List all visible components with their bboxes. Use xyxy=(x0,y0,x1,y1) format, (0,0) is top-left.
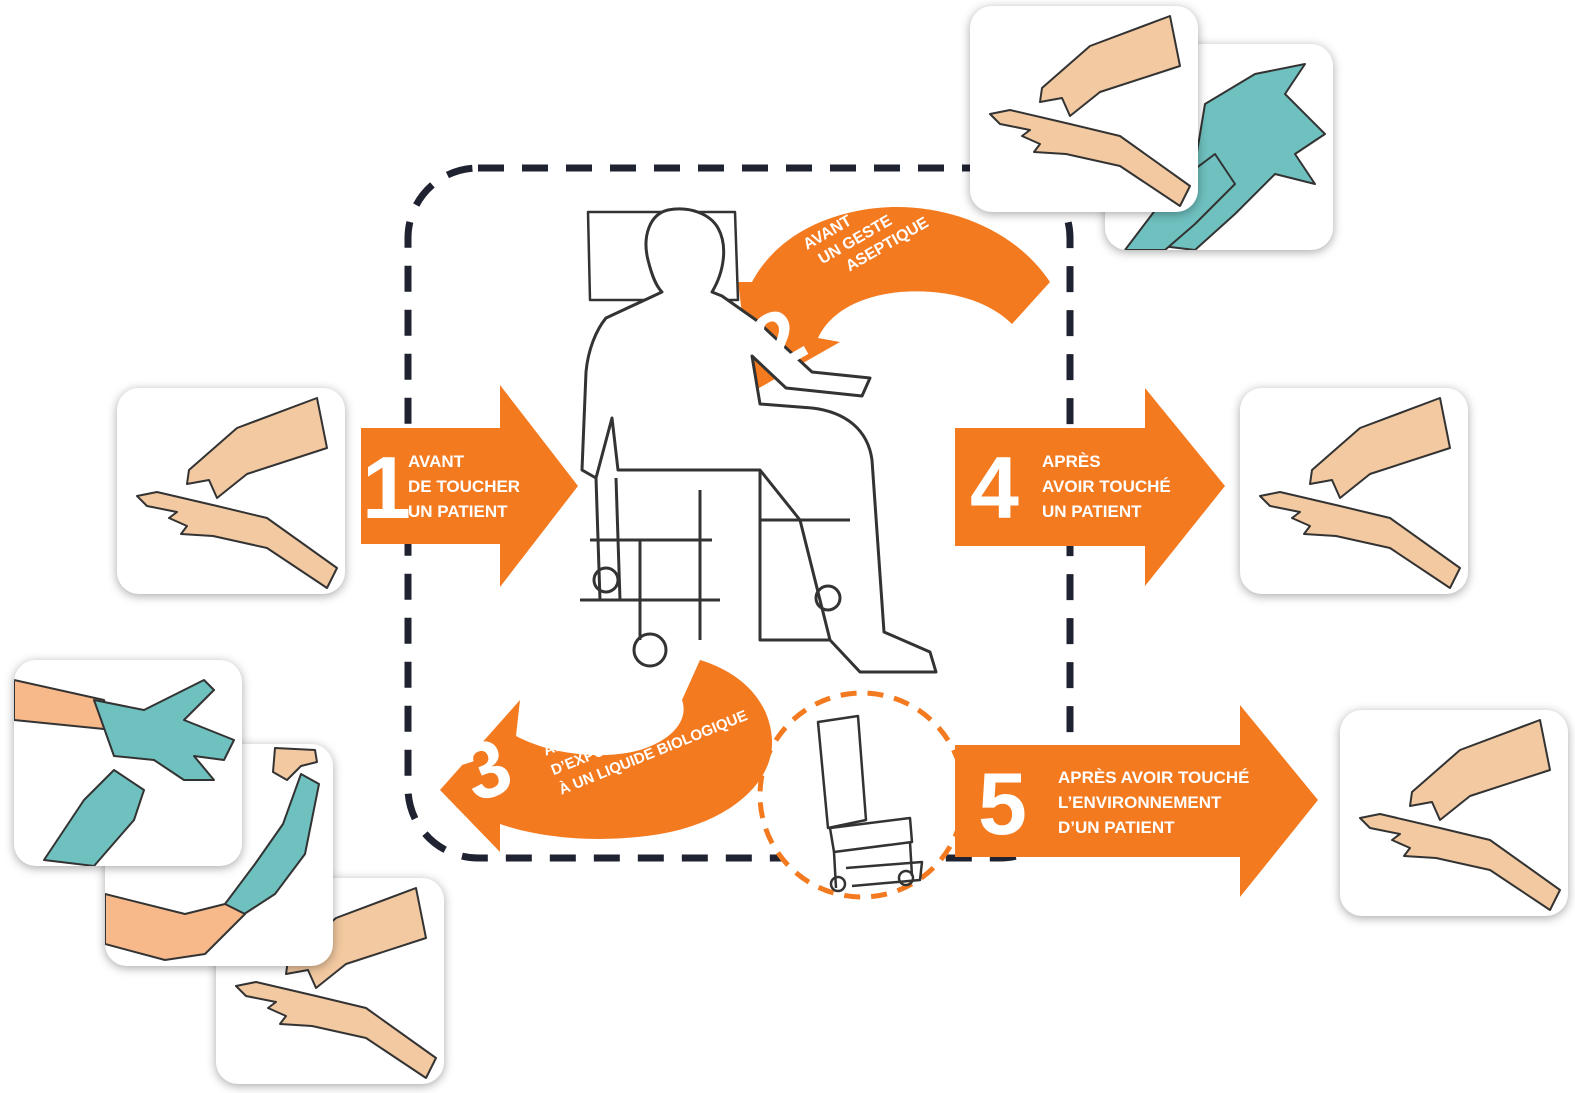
hand-rub-card-env xyxy=(1340,710,1568,916)
glove-on-card-left xyxy=(14,660,242,866)
hand-rub-icon xyxy=(117,388,345,594)
moment-1-number: 1 xyxy=(362,444,411,532)
moment-5-number: 5 xyxy=(978,760,1027,848)
moment-1-line-1: AVANT xyxy=(408,449,520,474)
moment-4-line-1: APRÈS xyxy=(1042,449,1171,474)
moment-5-label: APRÈS AVOIR TOUCHÉ L’ENVIRONNEMENT D’UN … xyxy=(1058,765,1249,840)
glove-on-icon xyxy=(14,660,242,866)
moment-4-label: APRÈS AVOIR TOUCHÉ UN PATIENT xyxy=(1042,449,1171,524)
hand-rub-card-left xyxy=(117,388,345,594)
moment-5-line-3: D’UN PATIENT xyxy=(1058,815,1249,840)
moment-4-number: 4 xyxy=(970,444,1019,532)
hand-rub-card-right xyxy=(1240,388,1468,594)
hand-rub-icon xyxy=(1340,710,1568,916)
moment-5-line-2: L’ENVIRONNEMENT xyxy=(1058,790,1249,815)
moment-1-line-3: UN PATIENT xyxy=(408,499,520,524)
moment-4-line-3: UN PATIENT xyxy=(1042,499,1171,524)
moment-4-line-2: AVOIR TOUCHÉ xyxy=(1042,474,1171,499)
hand-rub-icon xyxy=(1240,388,1468,594)
moment-5-line-1: APRÈS AVOIR TOUCHÉ xyxy=(1058,765,1249,790)
moment-1-label: AVANT DE TOUCHER UN PATIENT xyxy=(408,449,520,524)
hand-rub-icon xyxy=(970,6,1198,212)
hand-rub-card-top xyxy=(970,6,1198,212)
moment-1-line-2: DE TOUCHER xyxy=(408,474,520,499)
